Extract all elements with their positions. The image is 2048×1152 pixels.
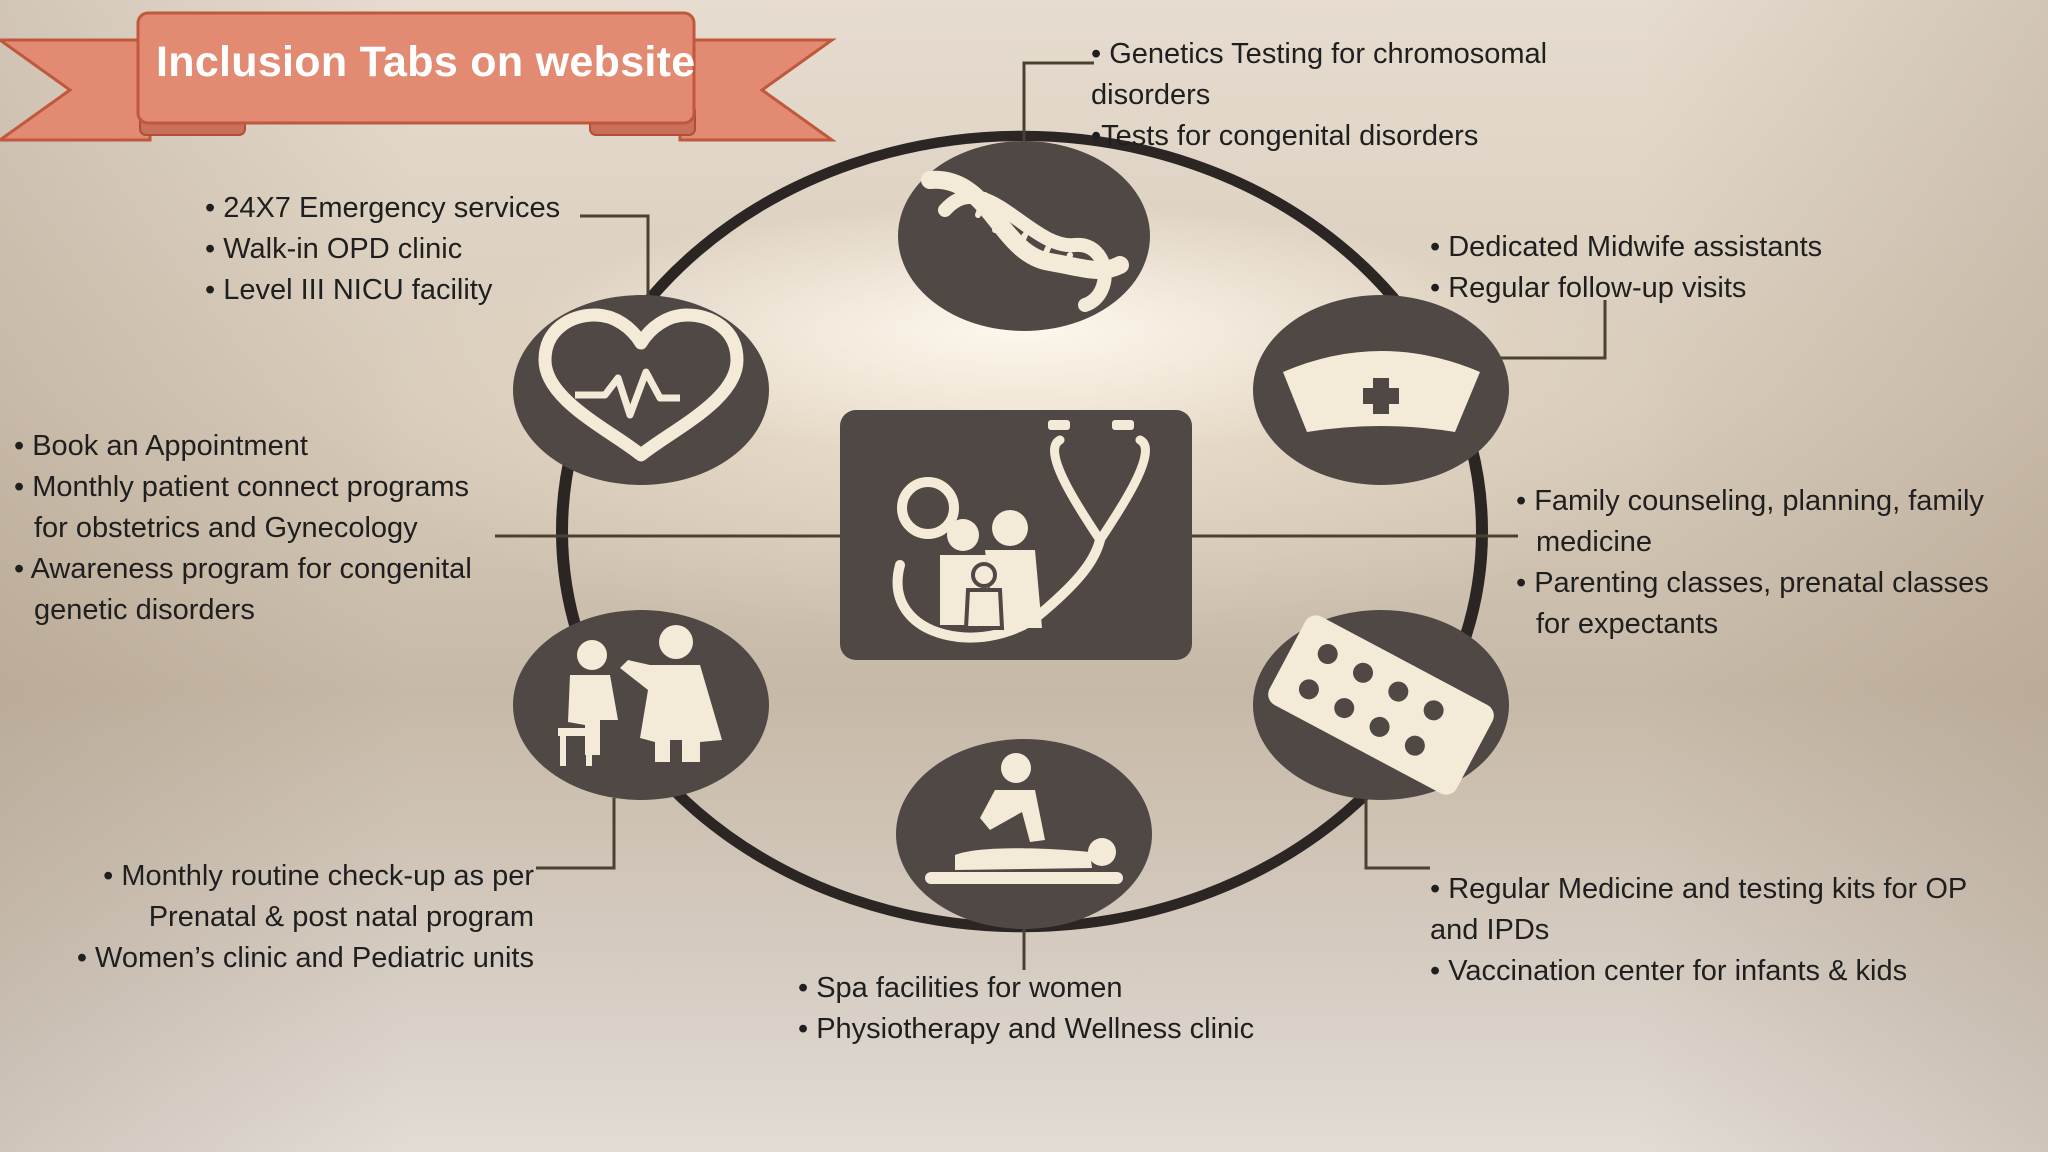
label-emergency-line3: • Level III NICU facility <box>205 274 493 306</box>
label-genetics: • Genetics Testing for chromosomal disor… <box>1091 34 1547 157</box>
label-appointment-line2: • Monthly patient connect programs <box>14 471 470 503</box>
banner-right-tail <box>678 38 837 142</box>
label-checkup: • Monthly routine check-up as per Prenat… <box>42 856 534 979</box>
node-checkup <box>513 610 769 800</box>
label-appointment-line1: • Book an Appointment <box>14 430 308 462</box>
connector-midwife <box>1482 300 1607 360</box>
label-spa: • Spa facilities for women • Physiothera… <box>798 968 1254 1050</box>
label-genetics-line2: disorders <box>1091 79 1211 111</box>
label-checkup-line1: • Monthly routine check-up as per <box>103 860 534 892</box>
label-appointment-line4: • Awareness program for congenital <box>14 553 472 585</box>
label-checkup-line2: Prenatal & post natal program <box>148 901 534 933</box>
banner-left-tail <box>0 38 152 142</box>
label-midwife-line1: • Dedicated Midwife assistants <box>1430 231 1823 263</box>
label-family-line4: for expectants <box>1536 608 1719 640</box>
label-spa-line2: • Physiotherapy and Wellness clinic <box>798 1013 1255 1045</box>
label-appointment: • Book an Appointment • Monthly patient … <box>14 426 472 631</box>
pill-blister-icon <box>1268 615 1494 795</box>
label-family-line3: • Parenting classes, prenatal classes <box>1516 567 1989 599</box>
label-midwife-line2: • Regular follow-up visits <box>1430 272 1747 304</box>
label-appointment-line3: for obstetrics and Gynecology <box>34 512 418 544</box>
family-stethoscope-icon <box>892 420 1150 643</box>
label-family: • Family counseling, planning, family me… <box>1516 481 1989 645</box>
label-midwife: • Dedicated Midwife assistants • Regular… <box>1430 227 1822 309</box>
nurse-cap-icon <box>1283 351 1480 432</box>
page-title: Inclusion Tabs on website <box>156 38 696 86</box>
label-emergency-line2: • Walk-in OPD clinic <box>205 233 463 265</box>
massage-icon <box>925 753 1123 884</box>
label-checkup-line3: • Women’s clinic and Pediatric units <box>76 942 534 974</box>
connector-checkup <box>536 798 616 870</box>
banner-main <box>136 11 696 125</box>
title-banner <box>0 11 837 142</box>
heartbeat-icon <box>538 308 744 462</box>
label-medicine: • Regular Medicine and testing kits for … <box>1430 869 1967 992</box>
dna-icon <box>921 170 1129 312</box>
connector-lines <box>495 61 1607 970</box>
doctor-patient-icon <box>558 625 722 766</box>
label-medicine-line3: • Vaccination center for infants & kids <box>1430 955 1908 987</box>
label-appointment-line5: genetic disorders <box>34 594 255 626</box>
connector-emergency <box>580 214 650 308</box>
connector-medicine <box>1364 798 1430 870</box>
label-medicine-line1: • Regular Medicine and testing kits for … <box>1430 873 1968 905</box>
connector-genetics <box>1022 61 1094 142</box>
label-emergency: • 24X7 Emergency services • Walk-in OPD … <box>205 188 560 311</box>
label-family-line2: medicine <box>1536 526 1653 558</box>
label-spa-line1: • Spa facilities for women <box>798 972 1123 1004</box>
label-medicine-line2: and IPDs <box>1430 914 1550 946</box>
label-genetics-line1: • Genetics Testing for chromosomal <box>1091 38 1548 70</box>
label-family-line1: • Family counseling, planning, family <box>1516 485 1984 517</box>
label-emergency-line1: • 24X7 Emergency services <box>205 192 561 224</box>
label-genetics-line3: •Tests for congenital disorders <box>1091 120 1479 152</box>
